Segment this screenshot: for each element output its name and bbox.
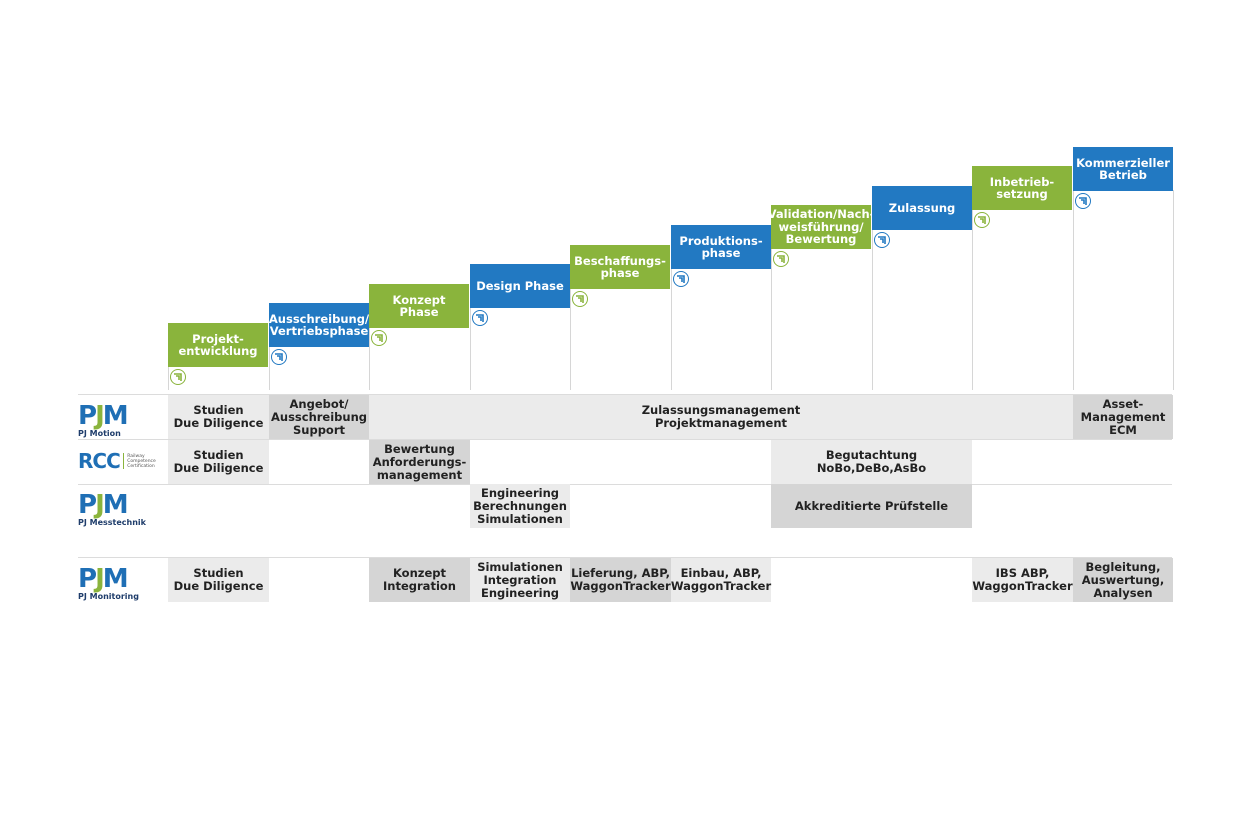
phase-divider-line: [972, 210, 973, 390]
phase-box: Inbetrieb- setzung: [972, 166, 1072, 210]
rcc-mark: RCC: [78, 449, 121, 473]
phase-box: Beschaffungs- phase: [570, 245, 670, 289]
monitoring-service-cell: Lieferung, ABP, WaggonTracker: [570, 558, 671, 602]
phase-divider-line: [470, 308, 471, 390]
pjm-mark-icon: [170, 369, 186, 385]
pj-messtechnik-label: PJ Messtechnik: [78, 518, 146, 527]
pj-motion-mark: PJM: [78, 401, 129, 431]
phase-divider-line: [771, 249, 772, 390]
pjm-mark-icon: [773, 251, 789, 267]
pjm-mark-icon: [974, 212, 990, 228]
phase-box: Ausschreibung/ Vertriebsphase: [269, 303, 369, 347]
monitoring-service-cell: Konzept Integration: [369, 558, 470, 602]
rcc-divider: [122, 453, 125, 469]
messtechnik-service-cell: Akkreditierte Prüfstelle: [771, 484, 972, 528]
pjm-mark-icon: [673, 271, 689, 287]
rcc-label: Railway Competence Certification: [127, 453, 156, 469]
motion-service-cell: Angebot/ Ausschreibung Support: [269, 395, 369, 439]
phase-box: Validation/Nach- weisführung/ Bewertung: [768, 205, 874, 249]
motion-service-cell: Zulassungsmanagement Projektmanagement: [369, 395, 1073, 439]
rcc-service-cell: Bewertung Anforderungs- management: [369, 440, 470, 484]
phase-divider-line: [1073, 191, 1074, 390]
phase-divider-line: [570, 289, 571, 390]
pjm-mark-icon: [271, 349, 287, 365]
motion-service-cell: Studien Due Diligence: [168, 395, 269, 439]
monitoring-service-cell: Begleitung, Auswertung, Analysen: [1073, 558, 1173, 602]
row-separator: [78, 484, 1172, 485]
rcc-service-cell: Begutachtung NoBo,DeBo,AsBo: [771, 440, 972, 484]
pj-messtechnik-logo: PJM PJ Messtechnik: [78, 490, 146, 527]
pj-motion-label: PJ Motion: [78, 429, 121, 438]
motion-service-cell: Asset- Management ECM: [1073, 395, 1173, 439]
monitoring-service-cell: Einbau, ABP, WaggonTracker: [671, 558, 771, 602]
phase-divider-line: [168, 367, 169, 390]
phase-box: Konzept Phase: [369, 284, 469, 328]
rcc-service-cell: Studien Due Diligence: [168, 440, 269, 484]
pjm-mark-icon: [472, 310, 488, 326]
phase-divider-line: [269, 347, 270, 390]
pjm-mark-icon: [874, 232, 890, 248]
pj-messtechnik-mark: PJM: [78, 490, 129, 520]
pjm-mark-icon: [572, 291, 588, 307]
phase-box: Projekt- entwicklung: [168, 323, 268, 367]
phase-box: Zulassung: [872, 186, 972, 230]
pj-monitoring-mark: PJM: [78, 564, 129, 594]
phase-divider-line: [872, 230, 873, 390]
row-separator: [78, 557, 1172, 558]
monitoring-service-cell: Simulationen Integration Engineering: [470, 558, 570, 602]
pj-motion-logo: PJM PJ Motion: [78, 401, 129, 438]
pj-monitoring-label: PJ Monitoring: [78, 592, 139, 601]
phase-box: Kommerzieller Betrieb: [1073, 147, 1173, 191]
phase-box: Produktions- phase: [671, 225, 771, 269]
phase-divider-line: [671, 269, 672, 390]
monitoring-service-cell: Studien Due Diligence: [168, 558, 269, 602]
phase-divider-line: [1173, 190, 1174, 390]
phase-box: Design Phase: [470, 264, 570, 308]
pjm-mark-icon: [371, 330, 387, 346]
phase-divider-line: [369, 328, 370, 390]
row-separator: [78, 439, 1172, 440]
monitoring-service-cell: IBS ABP, WaggonTracker: [972, 558, 1073, 602]
pjm-mark-icon: [1075, 193, 1091, 209]
row-separator: [78, 394, 1172, 395]
messtechnik-service-cell: Engineering Berechnungen Simulationen: [470, 484, 570, 528]
pj-monitoring-logo: PJM PJ Monitoring: [78, 564, 139, 601]
rcc-logo: RCC Railway Competence Certification: [78, 451, 156, 471]
